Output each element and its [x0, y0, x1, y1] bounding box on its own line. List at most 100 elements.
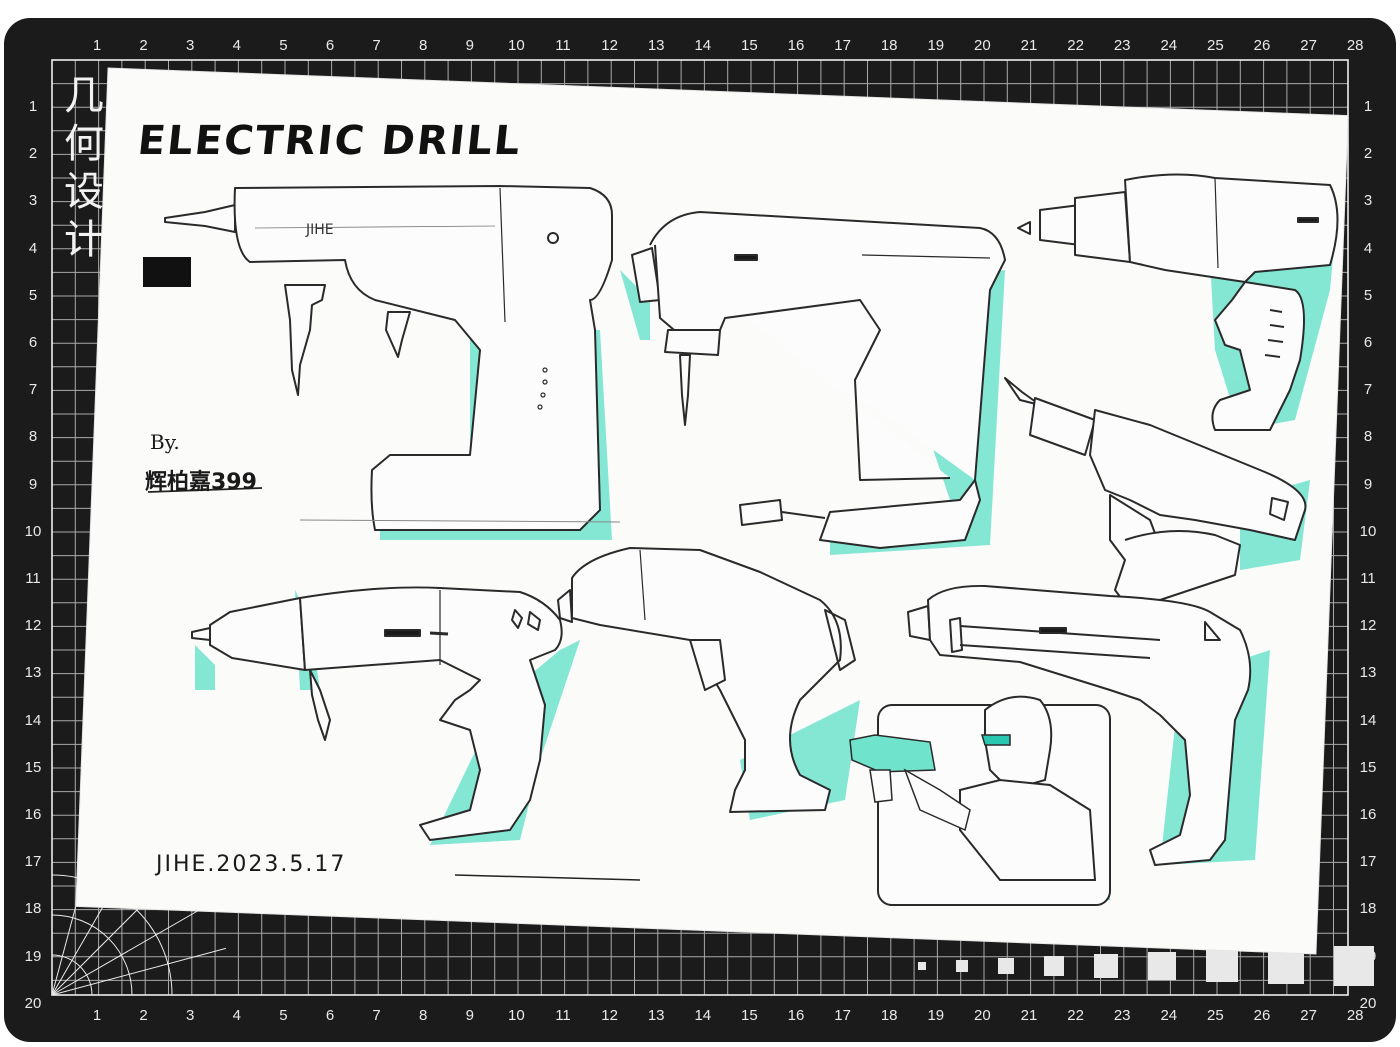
ruler-number: 19 [927, 1007, 945, 1024]
ruler-number: 4 [232, 1007, 241, 1024]
ruler-number: 10 [24, 522, 42, 540]
ruler-number: 17 [1359, 853, 1377, 871]
ruler-number: 23 [1113, 37, 1131, 54]
ruler-number: 9 [465, 37, 474, 54]
ruler-number: 20 [974, 1007, 991, 1024]
ruler-number: 6 [325, 37, 335, 54]
ruler-number: 2 [139, 37, 148, 54]
ruler-number: 10 [508, 1007, 525, 1024]
gradient-square [1044, 956, 1064, 976]
ruler-number: 5 [28, 286, 38, 304]
ruler-number: 11 [555, 1007, 571, 1024]
ruler-number: 11 [555, 37, 571, 54]
ruler-number: 3 [186, 1007, 195, 1024]
man-using-drill-vignette [849, 695, 1111, 906]
ruler-number: 4 [232, 37, 241, 54]
drill-3-compact-top-right [1017, 173, 1339, 431]
ruler-number: 19 [24, 947, 42, 965]
ruler-number: 9 [465, 1007, 474, 1024]
ruler-number: 18 [1359, 900, 1377, 918]
ruler-number: 20 [974, 37, 991, 54]
ruler-number: 10 [1359, 522, 1377, 540]
ruler-number: 24 [1160, 37, 1178, 54]
gradient-square [998, 958, 1014, 974]
ruler-number: 10 [508, 37, 525, 54]
ruler-number: 12 [24, 617, 42, 635]
drill-7-bottom-right [907, 584, 1252, 866]
ruler-number: 14 [24, 711, 42, 729]
ruler-number: 17 [24, 853, 42, 871]
author-name: 辉柏嘉399 [145, 470, 257, 495]
ruler-number: 2 [139, 1007, 148, 1024]
sheet-headline: ELECTRIC DRILL [135, 118, 525, 164]
ruler-number: 5 [279, 37, 288, 54]
gradient-square [1094, 954, 1118, 978]
ruler-number: 21 [1020, 1007, 1038, 1024]
ruler-number: 6 [1363, 334, 1373, 351]
ruler-number: 3 [1363, 192, 1373, 210]
ruler-number: 9 [1363, 475, 1373, 493]
ruler-number: 6 [28, 334, 38, 351]
ruler-number: 23 [1113, 1007, 1131, 1024]
ruler-number: 6 [325, 1007, 335, 1024]
drill-1-cordless-top-left [164, 185, 621, 531]
drill-6-bottom-center [557, 547, 856, 813]
ruler-number: 15 [24, 758, 42, 776]
drill-5-bottom-left [191, 586, 563, 841]
ruler-number: 19 [927, 37, 945, 54]
ruler-number: 17 [834, 37, 851, 54]
mat-brand-title: 几 何 设 计 [60, 72, 108, 264]
ruler-number: 1 [92, 1007, 102, 1024]
mat-title-char: 何 [64, 121, 104, 167]
drill-2-industrial-center [631, 211, 1006, 549]
ruler-number: 18 [880, 37, 898, 54]
ruler-number: 14 [694, 37, 712, 54]
ruler-number: 7 [28, 381, 38, 399]
grid-border [51, 59, 1349, 996]
ruler-number: 1 [92, 37, 102, 54]
ruler-number: 22 [1067, 1007, 1084, 1024]
mat-title-char: 设 [64, 169, 104, 215]
ruler-number: 27 [1300, 1007, 1317, 1024]
ruler-number: 24 [1160, 1007, 1178, 1024]
ruler-number: 4 [28, 239, 38, 257]
ruler-number: 7 [372, 1007, 381, 1024]
ink-swatch [143, 257, 191, 287]
angle-guide [51, 904, 209, 996]
ruler-number: 1 [1363, 98, 1373, 115]
gradient-square [918, 962, 926, 970]
ruler-number: 26 [1253, 37, 1271, 54]
mat-title-char: 几 [64, 73, 104, 119]
ruler-number: 25 [1207, 37, 1224, 54]
ruler-number: 28 [1346, 37, 1364, 54]
ruler-number: 7 [1363, 381, 1373, 399]
ruler-number: 13 [647, 37, 665, 54]
ruler-number: 11 [25, 570, 41, 587]
ruler-number: 5 [279, 1007, 288, 1024]
angle-arc [51, 914, 133, 996]
gradient-square [956, 960, 968, 972]
ruler-number: 15 [1359, 758, 1377, 776]
ruler-number: 21 [1020, 37, 1038, 54]
gradient-square [1148, 952, 1176, 980]
ruler-number: 13 [647, 1007, 665, 1024]
ruler-number: 18 [880, 1007, 898, 1024]
ruler-number: 14 [1359, 711, 1377, 729]
ruler-number: 22 [1067, 37, 1084, 54]
ruler-number: 8 [1363, 428, 1373, 446]
ruler-number: 8 [28, 428, 38, 446]
ruler-number: 20 [24, 994, 42, 1012]
ruler-number: 17 [834, 1007, 851, 1024]
ruler-number: 14 [694, 1007, 712, 1024]
ruler-number: 19 [1359, 947, 1377, 965]
ruler-number: 16 [787, 37, 805, 54]
ruler-number: 5 [1363, 286, 1373, 304]
ruler-number: 25 [1207, 1007, 1224, 1024]
ruler-number: 16 [24, 806, 42, 823]
ruler-number: 13 [24, 664, 42, 682]
ruler-number: 15 [741, 1007, 758, 1024]
ruler-number: 12 [601, 37, 618, 54]
ruler-number: 20 [1359, 994, 1377, 1012]
